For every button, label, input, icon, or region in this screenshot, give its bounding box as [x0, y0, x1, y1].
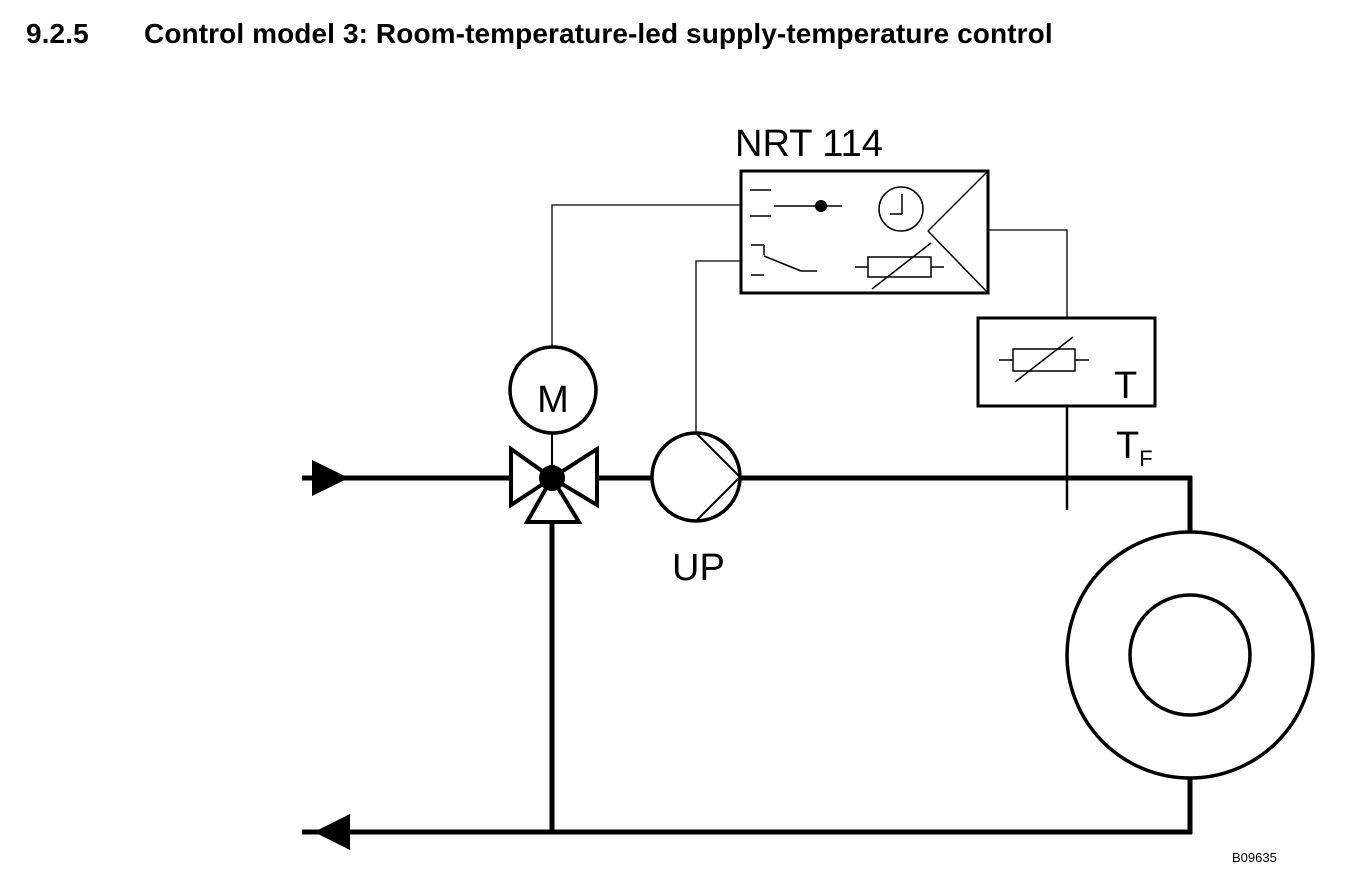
variable-resistor-icon	[855, 242, 944, 290]
circulation-pump	[650, 431, 742, 523]
clock-icon	[878, 186, 924, 232]
section-heading: 9.2.5 Control model 3: Room-temperature-…	[26, 14, 1053, 54]
relay-switch-icon	[751, 244, 817, 276]
supply-temp-label: TF	[1116, 425, 1153, 471]
motor-label: M	[537, 379, 569, 421]
supply-temp-subscript: F	[1139, 446, 1152, 471]
signal-wires	[551, 204, 1068, 433]
pump-label: UP	[672, 547, 725, 589]
return-outlet-arrow	[314, 814, 350, 850]
section-title: Control model 3: Room-temperature-led su…	[144, 18, 1053, 49]
sensor-resistor-icon	[999, 336, 1089, 383]
valve-motor	[508, 345, 598, 435]
controller-box	[739, 169, 990, 295]
heat-consumer	[1065, 530, 1315, 780]
mixing-valve	[509, 445, 599, 524]
supply-temp-main: T	[1116, 425, 1139, 467]
supply-pipe	[302, 475, 1193, 532]
temperature-sensor	[976, 316, 1157, 510]
supply-inlet-arrow	[312, 460, 349, 496]
sensor-label: T	[1114, 365, 1137, 407]
section-number: 9.2.5	[26, 18, 89, 49]
controller-label: NRT 114	[735, 123, 883, 165]
return-pipe	[302, 522, 1193, 835]
figure-id: B09635	[1232, 850, 1277, 865]
